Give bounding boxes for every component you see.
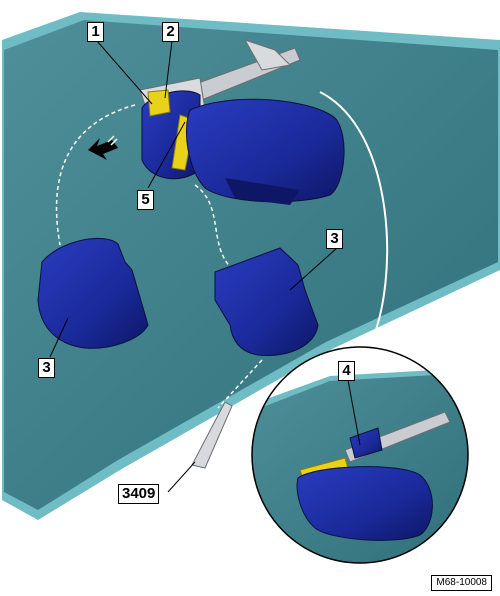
- callout-2: 2: [162, 22, 179, 42]
- detail-zoom-curve: [319, 91, 389, 346]
- callout-3409: 3409: [118, 484, 160, 504]
- callout-3-left: 3: [38, 358, 55, 378]
- callout-4: 4: [338, 361, 355, 381]
- callout-1: 1: [87, 22, 104, 42]
- detail-inset: [251, 346, 469, 564]
- figure-id-label: M68-10008: [431, 575, 492, 591]
- callout-5: 5: [137, 190, 154, 210]
- trim-cover-middle: [214, 247, 319, 356]
- mirror-assembly: [139, 39, 345, 205]
- direction-arrow-icon: [88, 135, 118, 160]
- tool-3409: [191, 401, 233, 469]
- trim-cover-left: [37, 237, 149, 349]
- fitting-path-tool: [217, 359, 263, 409]
- callout-3-middle: 3: [326, 229, 343, 249]
- fitting-path-left: [55, 104, 136, 246]
- leader-lines: [49, 40, 361, 493]
